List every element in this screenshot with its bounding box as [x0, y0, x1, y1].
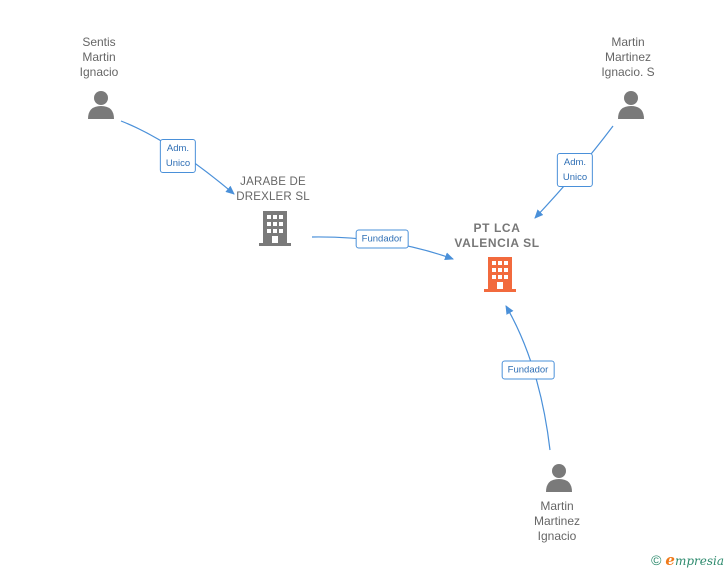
building-icon[interactable]	[484, 256, 516, 297]
node-label-martin-i[interactable]: Martin Martinez Ignacio	[533, 499, 581, 543]
person-icon[interactable]	[86, 89, 116, 124]
copyright-icon: ©	[651, 552, 662, 568]
person-icon[interactable]	[544, 462, 574, 497]
edge-label-adm-unico[interactable]: Adm. Unico	[556, 153, 594, 187]
building-icon[interactable]	[259, 210, 291, 251]
node-label-martin-s[interactable]: Martin Martinez Ignacio. S	[601, 35, 655, 79]
edge-label-fundador[interactable]: Fundador	[355, 229, 409, 249]
empresia-brand[interactable]: © empresia	[651, 551, 724, 569]
node-label-jarabe[interactable]: JARABE DE DREXLER SL	[236, 176, 310, 203]
person-icon[interactable]	[616, 89, 646, 124]
empresia-logo: empresia	[665, 551, 724, 569]
node-label-ptlca[interactable]: PT LCA VALENCIA SL	[454, 221, 540, 250]
edge-label-fundador[interactable]: Fundador	[501, 360, 555, 380]
edge-label-adm-unico[interactable]: Adm. Unico	[159, 139, 197, 173]
node-label-sentis[interactable]: Sentis Martin Ignacio	[79, 35, 119, 79]
